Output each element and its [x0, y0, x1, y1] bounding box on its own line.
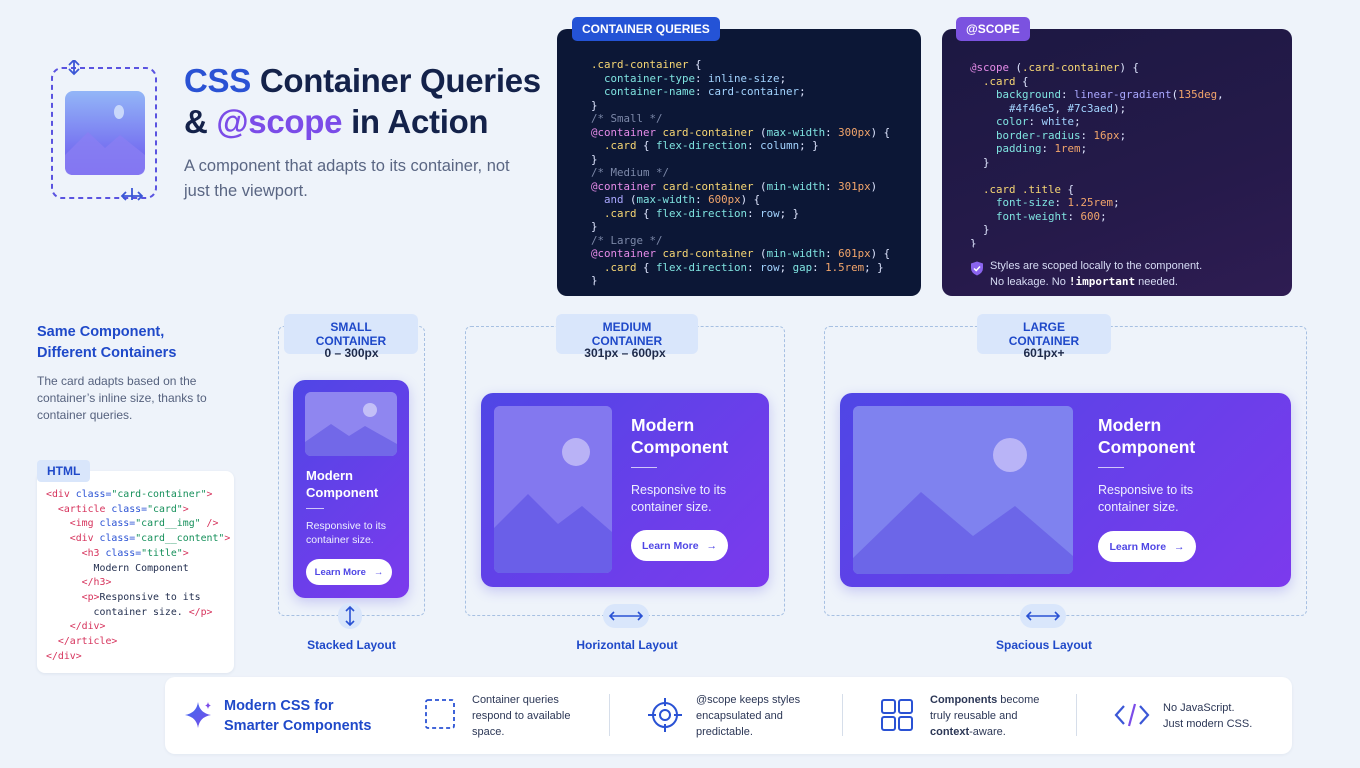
scope-tag: @SCOPE	[956, 17, 1030, 41]
scope-code-panel	[942, 29, 1292, 296]
horizontal-layout-label: Horizontal Layout	[576, 638, 678, 652]
footer-divider	[609, 694, 610, 736]
same-component-desc: The card adapts based on the container’s…	[37, 374, 207, 422]
components-grid-icon	[881, 699, 913, 731]
footer-bar	[165, 677, 1292, 754]
medium-container-tag: MEDIUM CONTAINER	[556, 314, 698, 354]
card-horizontal-learn-more-button[interactable]: Learn More→	[631, 530, 728, 561]
container-queries-code-panel	[557, 29, 921, 296]
page-title: CSS Container Queries & @scope in Action	[184, 60, 541, 142]
same-component-title-line1: Same Component,	[37, 324, 165, 340]
code-brackets-icon	[1114, 703, 1150, 727]
arrow-right-icon: →	[1174, 540, 1185, 553]
card-horizontal-rule	[631, 467, 657, 468]
horizontal-resize-icon	[1025, 611, 1061, 621]
html-code-card	[37, 471, 234, 673]
large-container-range: 601px+	[1023, 346, 1065, 360]
same-component-title: Same Component, Different Containers	[37, 322, 176, 364]
card-spacious-rule	[1098, 467, 1124, 468]
same-component-title-line2: Different Containers	[37, 345, 177, 361]
html-code: <div class="card-container"> <article cl…	[46, 489, 231, 662]
footer-divider	[842, 694, 843, 736]
footer-divider	[1076, 694, 1077, 736]
scope-note-line1: Styles are scoped locally to the compone…	[990, 260, 1203, 272]
container-queries-tag: CONTAINER QUERIES	[572, 17, 720, 41]
crosshair-target-icon	[648, 698, 682, 732]
small-container-tag: SMALL CONTAINER	[284, 314, 418, 354]
scope-note-important: !important	[1068, 275, 1136, 288]
scope-note: Styles are scoped locally to the compone…	[970, 259, 1202, 290]
page-subtitle: A component that adapts to its container…	[184, 157, 510, 200]
title-ampersand: &	[184, 103, 208, 140]
title-css-word: CSS	[184, 62, 251, 99]
title-container-queries: Container Queries	[259, 62, 541, 99]
card-stacked-learn-more-button[interactable]: Learn More→	[306, 559, 392, 585]
card-stacked-rule	[306, 508, 324, 509]
container-queries-code: .card-container { container-type: inline…	[591, 58, 891, 287]
scope-note-line2b: needed.	[1135, 276, 1178, 288]
medium-container-range: 301px – 600px	[584, 346, 666, 360]
card-spacious-learn-more-button[interactable]: Learn More→	[1098, 531, 1196, 562]
sparkle-icon	[185, 702, 211, 728]
card-stacked-image	[305, 392, 397, 456]
title-in-action: in Action	[351, 103, 489, 140]
small-container-range: 0 – 300px	[324, 346, 379, 360]
card-spacious-image	[853, 406, 1073, 574]
card-horizontal-image	[494, 406, 612, 573]
shield-icon	[971, 261, 983, 276]
html-tag: HTML	[37, 460, 91, 482]
arrow-right-icon: →	[706, 539, 718, 552]
arrow-right-icon: →	[373, 566, 384, 578]
responsive-image-icon	[51, 60, 157, 201]
spacious-layout-label: Spacious Layout	[995, 638, 1093, 652]
scope-code: @scope (.card-container) { .card { backg…	[970, 61, 1224, 250]
large-container-tag: LARGE CONTAINER	[977, 314, 1111, 354]
stacked-layout-label: Stacked Layout	[307, 638, 396, 652]
title-scope-word: @scope	[216, 103, 343, 140]
horizontal-resize-icon	[608, 611, 644, 621]
footer-item-no-js: No JavaScript.Just modern CSS.	[1163, 702, 1253, 730]
scope-note-line2a: No leakage. No	[990, 276, 1069, 288]
vertical-resize-icon	[345, 605, 355, 627]
dashed-box-icon	[425, 699, 455, 729]
